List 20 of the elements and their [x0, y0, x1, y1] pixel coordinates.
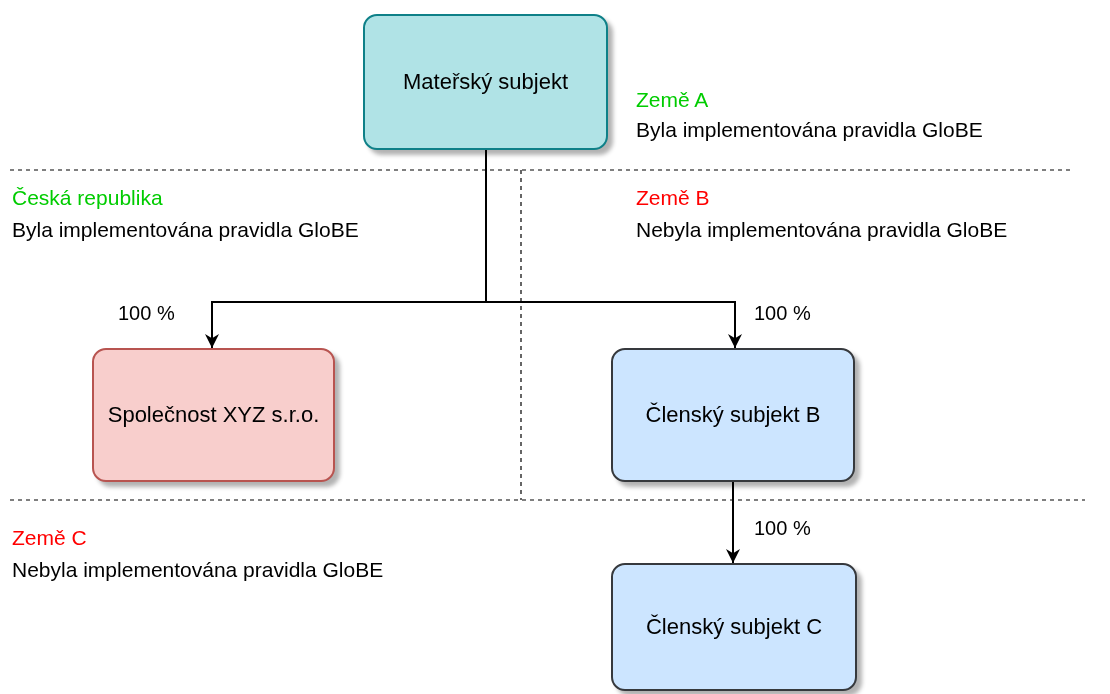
entity-box [611, 348, 855, 482]
arrow [726, 481, 740, 564]
rule-status: Byla implementována pravidla GloBE [12, 217, 359, 243]
entity-box [92, 348, 335, 482]
entity-box [611, 563, 857, 691]
country-name: Země A [636, 87, 709, 113]
rule-status: Nebyla implementována pravidla GloBE [636, 217, 1008, 243]
entity-name: Mateřský subjekt [401, 68, 570, 96]
entity-name: Členský subjekt C [644, 613, 824, 641]
edge-label: 100 % [118, 301, 175, 325]
country-name: Země B [636, 185, 710, 211]
entity-box [363, 14, 608, 150]
country-name: Země C [12, 525, 87, 551]
country-name: Česká republika [12, 185, 163, 211]
entity-name: Členský subjekt B [644, 401, 822, 429]
edge-label: 100 % [754, 301, 811, 325]
rule-status: Byla implementována pravidla GloBE [636, 117, 983, 143]
rule-status: Nebyla implementována pravidla GloBE [12, 557, 384, 583]
entity-name: Společnost XYZ s.r.o. [106, 401, 321, 429]
edge-label: 100 % [754, 516, 811, 540]
